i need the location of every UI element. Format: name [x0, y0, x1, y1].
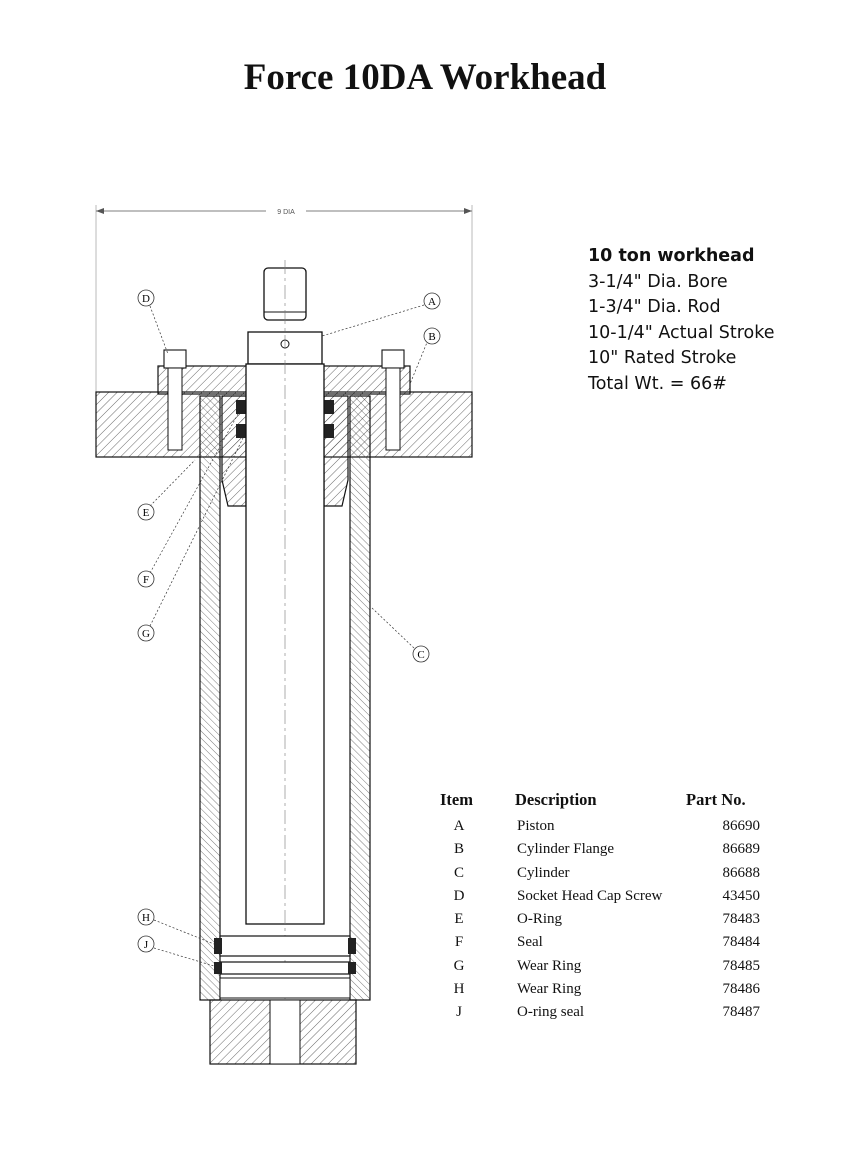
svg-text:B: B: [428, 331, 435, 343]
header-item: Item: [440, 790, 473, 809]
svg-text:A: A: [428, 296, 436, 308]
row-item: F: [454, 934, 464, 951]
dimension-label: 9 DIA: [277, 209, 295, 216]
row-part-no: 86690: [722, 818, 761, 834]
table-row: A Piston 86690: [440, 818, 770, 841]
piston-head: [214, 935, 356, 999]
callout-c: C: [412, 645, 430, 663]
row-item: C: [453, 864, 464, 881]
row-item: E: [454, 911, 464, 928]
leader-lines: [149, 304, 429, 967]
header-description: Description: [515, 790, 597, 809]
row-description: Cylinder Flange: [517, 841, 615, 858]
table-row: G Wear Ring 78485: [440, 958, 770, 981]
dimension-line: 9 DIA: [95, 205, 473, 392]
callout-g: G: [137, 624, 155, 642]
specs-block: 10 ton workhead 3-1/4" Dia. Bore 1-3/4" …: [588, 244, 775, 397]
page-title: Force 10DA Workhead: [243, 57, 607, 98]
svg-text:F: F: [143, 574, 149, 586]
table-row: C Cylinder 86688: [440, 865, 770, 888]
parts-table-header: Item Description Part No.: [440, 790, 770, 818]
callout-f: F: [137, 570, 155, 588]
row-description: O-ring seal: [517, 1004, 585, 1021]
svg-text:C: C: [417, 649, 424, 661]
cap-screws: [163, 349, 405, 451]
spec-actual-stroke: 10-1/4" Actual Stroke: [588, 322, 775, 343]
row-part-no: 78487: [722, 1004, 761, 1021]
row-item: D: [453, 887, 465, 904]
table-row: F Seal 78484: [440, 934, 770, 957]
row-part-no: 86688: [722, 864, 761, 881]
spec-total-weight: Total Wt. = 66#: [588, 373, 727, 394]
row-description: Socket Head Cap Screw: [517, 887, 663, 904]
parts-table: Item Description Part No. A Piston 86690…: [440, 790, 770, 1028]
table-row: D Socket Head Cap Screw 43450: [440, 888, 770, 911]
header-part-no: Part No.: [686, 790, 746, 809]
specs-heading: 10 ton workhead: [588, 246, 755, 266]
piston-rod: [245, 260, 325, 1064]
callout-d: D: [137, 289, 155, 307]
svg-text:H: H: [142, 912, 150, 924]
row-part-no: 78483: [722, 911, 761, 928]
row-description: Cylinder: [517, 864, 570, 881]
spec-rated-stroke: 10" Rated Stroke: [588, 348, 737, 368]
row-part-no: 78486: [722, 981, 761, 998]
row-item: G: [453, 957, 465, 974]
row-description: Wear Ring: [517, 957, 582, 974]
spec-rod: 1-3/4" Dia. Rod: [588, 297, 721, 317]
callouts: A B C D E F G H J: [137, 289, 441, 953]
table-row: H Wear Ring 78486: [440, 981, 770, 1004]
row-part-no: 43450: [722, 887, 761, 904]
row-item: J: [456, 1004, 462, 1021]
svg-text:G: G: [142, 628, 150, 640]
row-description: Wear Ring: [517, 981, 582, 998]
row-part-no: 86689: [722, 841, 761, 858]
callout-b: B: [423, 327, 441, 345]
row-description: O-Ring: [517, 911, 562, 928]
cylinder-walls: [199, 395, 371, 1001]
spec-bore: 3-1/4" Dia. Bore: [588, 271, 728, 292]
base-block: [209, 999, 357, 1065]
callout-j: J: [137, 935, 155, 953]
row-item: H: [453, 981, 465, 998]
callout-a: A: [423, 292, 441, 310]
table-row: E O-Ring 78483: [440, 911, 770, 934]
svg-text:E: E: [143, 507, 150, 519]
row-part-no: 78485: [722, 957, 761, 974]
callout-e: E: [137, 503, 155, 521]
row-item: B: [453, 841, 464, 858]
row-description: Piston: [517, 818, 555, 834]
svg-text:J: J: [144, 939, 149, 951]
callout-h: H: [137, 908, 155, 926]
gland-block: [221, 395, 349, 507]
svg-text:D: D: [142, 293, 150, 305]
table-row: J O-ring seal 78487: [440, 1004, 770, 1027]
row-description: Seal: [517, 934, 543, 951]
row-item: A: [453, 818, 465, 834]
table-row: B Cylinder Flange 86689: [440, 841, 770, 864]
row-part-no: 78484: [722, 934, 761, 951]
